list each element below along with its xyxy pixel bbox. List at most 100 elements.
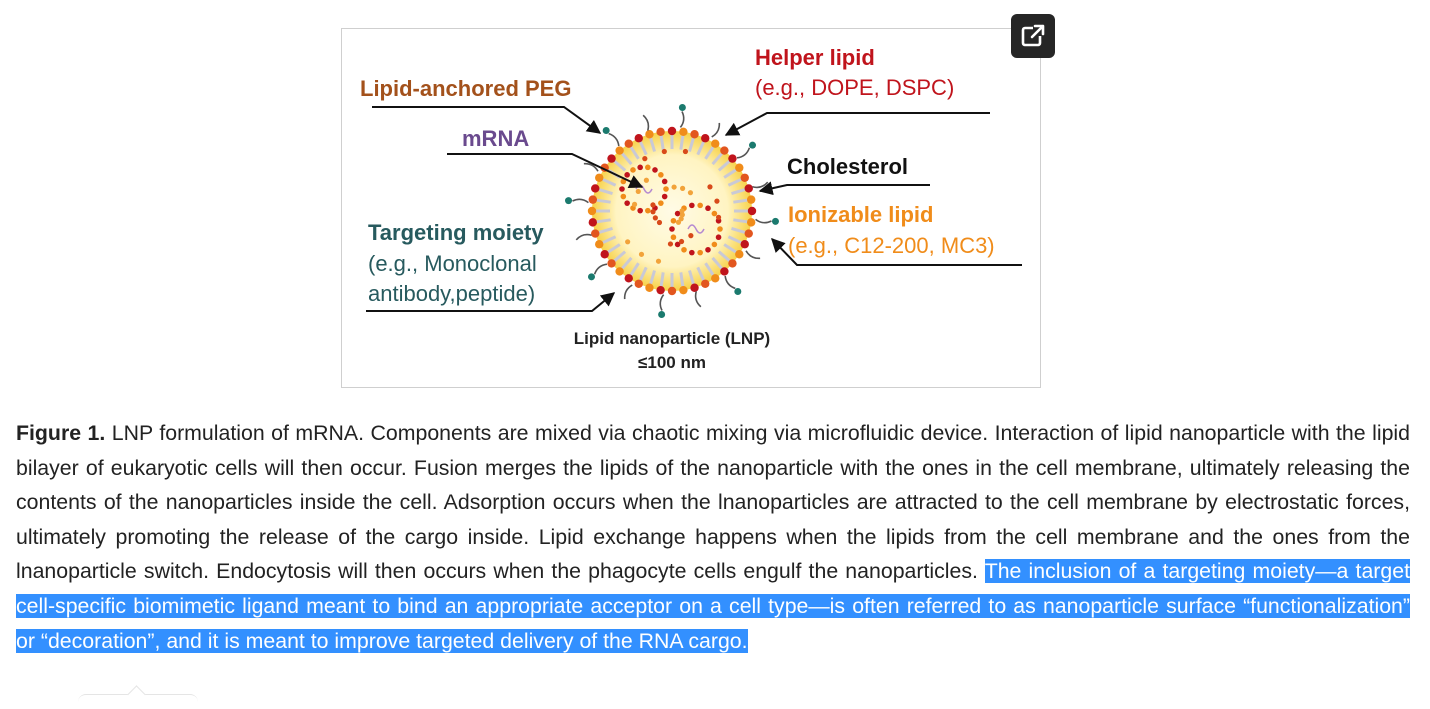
- inner-lipid-head: [674, 241, 681, 248]
- lipid-head: [720, 267, 729, 276]
- peg-chain: [752, 181, 769, 189]
- lipid-tail: [607, 243, 621, 254]
- core-molecule: [714, 198, 720, 204]
- lipid-head: [591, 184, 600, 193]
- lipid-head: [588, 218, 598, 227]
- core-molecule: [652, 215, 658, 221]
- lipid-head: [645, 283, 654, 292]
- lipid-head: [645, 130, 654, 139]
- inner-lipid-head: [652, 167, 658, 173]
- lipid-head: [587, 206, 597, 216]
- inner-lipid-head: [645, 207, 651, 214]
- lipid-head: [728, 259, 737, 268]
- open-in-new-tab-button[interactable]: [1011, 14, 1055, 58]
- label-targeting-title: Targeting moiety: [368, 220, 544, 245]
- peg-chain: [659, 294, 665, 311]
- lipid-tail: [613, 160, 627, 172]
- lipid-tail: [727, 178, 742, 187]
- label-ionizable-title: Ionizable lipid: [788, 202, 933, 227]
- lipid-tail: [659, 272, 665, 287]
- lipid-head: [591, 229, 600, 238]
- inner-lipid-head: [630, 167, 636, 173]
- caption-label: Figure 1.: [16, 421, 106, 445]
- core-molecule: [688, 233, 694, 239]
- label-lnp-size: ≤100 nm: [638, 353, 706, 372]
- lipid-head: [615, 146, 624, 155]
- lipid-tail: [629, 262, 640, 276]
- lipid-tail: [659, 135, 665, 150]
- inner-lipid-head: [637, 164, 643, 171]
- label-targeting-line2: antibody,peptide): [368, 281, 535, 306]
- particle-core: [592, 131, 752, 291]
- core-molecule: [655, 258, 662, 264]
- inner-lipid-head: [705, 246, 711, 253]
- peg-chain: [642, 114, 650, 131]
- core-molecule: [687, 190, 694, 196]
- lipid-head: [595, 240, 604, 249]
- core-molecule: [715, 214, 722, 220]
- inner-lipid-head: [715, 234, 722, 241]
- peg-chain: [575, 233, 592, 241]
- lipid-head: [588, 195, 598, 204]
- lipid-head: [656, 285, 665, 295]
- lipid-head: [720, 146, 729, 155]
- lipid-tail: [649, 270, 656, 285]
- peg-chain: [593, 263, 608, 275]
- inner-lipid-head: [661, 193, 668, 200]
- lipid-head: [701, 134, 710, 143]
- lipid-tail: [598, 227, 613, 234]
- targeting-moiety: [587, 273, 595, 281]
- inner-lipid-head: [689, 202, 695, 209]
- leader-lines: [366, 106, 1022, 312]
- lipid-tail: [727, 235, 742, 244]
- lipid-tail: [723, 168, 737, 179]
- lipid-head: [600, 250, 609, 259]
- label-ionizable-examples: (e.g., C12-200, MC3): [788, 233, 995, 258]
- label-lnp-title: Lipid nanoparticle (LNP): [574, 329, 770, 348]
- lipid-tail: [696, 266, 705, 281]
- label-helper-title: Helper lipid: [755, 45, 875, 70]
- lipid-tail: [696, 141, 705, 156]
- core-molecule: [671, 184, 677, 190]
- lipid-head: [690, 130, 699, 139]
- lipid-tail: [679, 135, 685, 150]
- peg-chain: [679, 111, 685, 128]
- core-molecule: [650, 202, 656, 208]
- lipid-tail: [711, 152, 723, 166]
- lipid-tail: [717, 160, 731, 172]
- inner-lipid-head: [705, 205, 711, 212]
- lipid-tail: [711, 256, 723, 270]
- core-molecule: [667, 241, 674, 247]
- figure-caption: Figure 1. LNP formulation of mRNA. Compo…: [16, 416, 1410, 658]
- inner-lipid-head: [711, 241, 718, 248]
- lipid-tail: [639, 266, 648, 281]
- inner-lipid-head: [674, 210, 681, 217]
- lipid-tail: [649, 137, 656, 152]
- inner-lipid-head: [658, 200, 664, 206]
- lipid-tail: [679, 272, 685, 287]
- lipid-tail: [602, 178, 617, 187]
- inner-lipid-head: [670, 217, 677, 224]
- peg-chain: [572, 198, 589, 204]
- inner-lipid-head: [681, 246, 687, 253]
- external-link-icon: [1021, 24, 1045, 47]
- lipid-head: [679, 127, 688, 137]
- lipid-head: [607, 154, 616, 163]
- lipid-head: [701, 279, 710, 288]
- lipid-tail: [596, 198, 611, 204]
- peg-chain: [755, 218, 772, 224]
- nanoparticle-graphic: [565, 104, 779, 318]
- core-molecule: [680, 185, 686, 191]
- lipid-tail: [731, 188, 746, 195]
- lipid-head: [634, 279, 643, 288]
- lipid-tail: [704, 146, 715, 160]
- figure-image: Lipid-anchored PEG Helper lipid (e.g., D…: [341, 28, 1041, 388]
- label-peg: Lipid-anchored PEG: [360, 76, 571, 101]
- lipid-head: [747, 206, 757, 216]
- inner-lipid-head: [697, 249, 703, 256]
- peg-chain: [608, 132, 620, 147]
- inner-lipid-head: [717, 226, 723, 232]
- lipid-head: [746, 218, 756, 227]
- lipid-head: [740, 240, 749, 249]
- lipid-tail: [688, 270, 695, 285]
